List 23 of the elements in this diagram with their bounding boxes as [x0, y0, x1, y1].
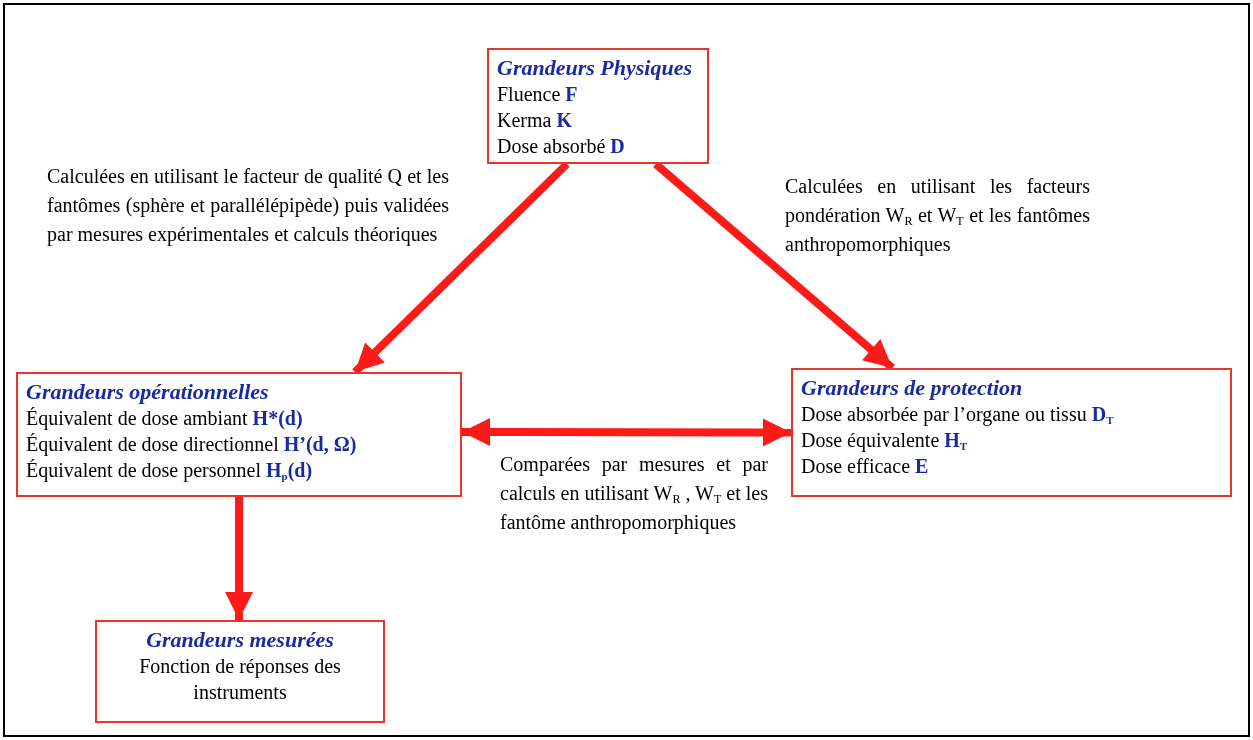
- edge-label: Calculées en utilisant le facteur de qualité Q et les fantômes (sphère et parallélépipède) puis validées par mesures expérimentales et calculs théoriques: [47, 164, 449, 248]
- arrow: [225, 497, 253, 620]
- arrow: [462, 418, 791, 447]
- quantity-line: Dose équivalente H$_{T}$: [801, 428, 969, 453]
- quantity-line: Kerma K: [497, 108, 573, 133]
- quantity-box: [95, 620, 385, 723]
- box-heading: Grandeurs mesurées: [145, 626, 335, 653]
- quantity-line: Équivalent de dose directionnel H’(d, Ω): [26, 432, 358, 457]
- box-heading: Grandeurs opérationnelles: [26, 378, 270, 405]
- quantity-box: [16, 372, 462, 497]
- edge-label: Calculées en utilisant les facteurs pondération W$_{R}$ et W$_{T}$ et les fantômes anthropomorphiques: [785, 174, 1090, 258]
- box-heading: Grandeurs de protection: [801, 374, 1024, 401]
- quantity-line: Fluence F: [497, 82, 579, 107]
- quantity-line: Équivalent de dose personnel H$_{p}$(d): [26, 458, 314, 483]
- quantity-line: Fonction de réponses des instruments: [138, 654, 342, 705]
- quantity-box: [487, 48, 709, 164]
- box-heading: Grandeurs Physiques: [497, 54, 693, 81]
- quantity-line: Équivalent de dose ambiant H*(d): [26, 406, 304, 431]
- quantity-line: Dose absorbée par l’organe ou tissu D$_{T}$: [801, 402, 1115, 427]
- quantity-line: Dose absorbé D: [497, 134, 626, 159]
- quantity-line: Dose efficace E: [801, 454, 930, 479]
- edge-label: Comparées par mesures et par calculs en utilisant W$_{R}$ , W$_{T}$ et les fantôme anthropomorphiques: [500, 452, 768, 536]
- quantity-box: [791, 368, 1232, 497]
